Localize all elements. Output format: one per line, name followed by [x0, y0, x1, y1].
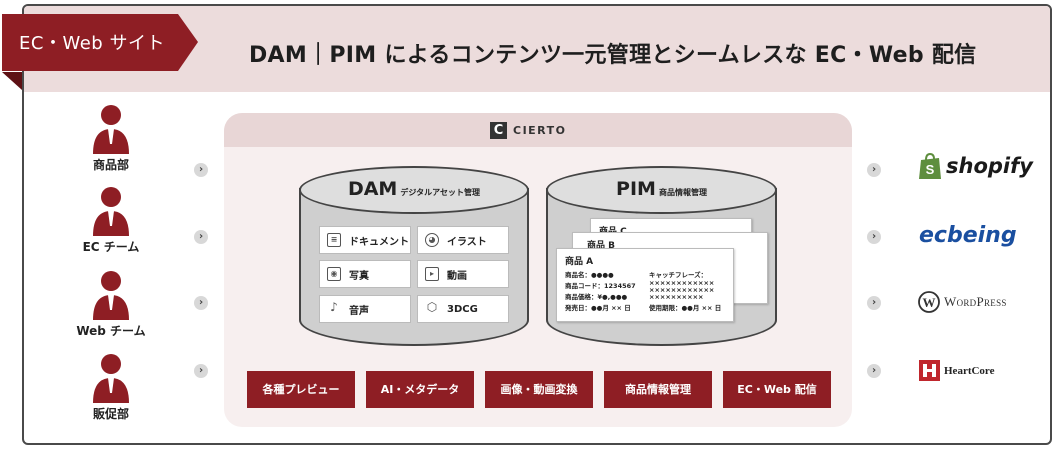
- pim-subtitle: 商品情報管理: [658, 188, 707, 197]
- document-icon: ≡: [327, 233, 341, 247]
- svg-text:W: W: [923, 295, 936, 310]
- cierto-name: CIERTO: [513, 124, 567, 137]
- svg-text:S: S: [926, 162, 935, 177]
- palette-icon: ◕: [425, 233, 439, 247]
- dam-item-label: イラスト: [447, 236, 487, 248]
- dam-item-illustration: ◕ イラスト: [417, 226, 509, 254]
- dam-item-label: 動画: [447, 270, 467, 282]
- usage-period-field: 使用期限：●●月 ×× 日: [649, 304, 722, 312]
- feature-ai-metadata: AI・メタデータ: [366, 371, 474, 408]
- person-icon: [93, 105, 129, 154]
- dam-item-photo: ◉ 写真: [319, 260, 411, 288]
- person-icon: [93, 354, 129, 403]
- feature-ec-web-delivery: EC・Web 配信: [723, 371, 831, 408]
- dam-cylinder-top: [299, 166, 529, 214]
- page-title: DAM｜PIM によるコンテンツ一元管理とシームレスな EC・Web 配信: [249, 43, 977, 68]
- heartcore-wordmark: HeartCore: [944, 364, 995, 377]
- chevron-right-icon: ›: [867, 230, 881, 244]
- person-label: 販促部: [92, 407, 129, 421]
- cierto-logo-icon: C: [490, 122, 507, 139]
- product-card-title: 商品 B: [587, 241, 615, 251]
- wordpress-wordmark: WordPress: [944, 294, 1007, 309]
- product-card-title: 商品 A: [565, 257, 594, 267]
- dam-item-3dcg: ⬡ 3DCG: [417, 295, 509, 323]
- person-label: Web チーム: [76, 324, 146, 338]
- chevron-right-icon: ›: [194, 163, 208, 177]
- heartcore-logo: HeartCore: [919, 360, 995, 381]
- catchphrase-label: キャッチフレーズ：: [649, 271, 708, 279]
- shopify-logo: S shopify: [918, 152, 1033, 180]
- chevron-right-icon: ›: [194, 230, 208, 244]
- person-product-dept: 商品部: [66, 104, 156, 173]
- shopping-bag-icon: S: [919, 152, 941, 179]
- section-tag: [2, 14, 198, 71]
- wordpress-logo: W WordPress: [918, 291, 1007, 313]
- dam-item-video: ▸ 動画: [417, 260, 509, 288]
- person-label: 商品部: [92, 158, 129, 172]
- ecbeing-logo: ecbeing: [919, 223, 1017, 248]
- shopify-wordmark: shopify: [946, 154, 1033, 178]
- feature-product-info: 商品情報管理: [604, 371, 712, 408]
- person-icon: [93, 187, 129, 236]
- dam-item-document: ≡ ドキュメント: [319, 226, 411, 254]
- tag-fold: [2, 72, 22, 90]
- ecbeing-wordmark: ecbeing: [919, 223, 1017, 248]
- chevron-right-icon: ›: [194, 364, 208, 378]
- dam-subtitle: デジタルアセット管理: [400, 188, 481, 197]
- dam-item-audio: ♪ 音声: [319, 295, 411, 323]
- feature-media-conversion: 画像・動画変換: [485, 371, 593, 408]
- chevron-right-icon: ›: [867, 364, 881, 378]
- dam-title: DAM: [347, 178, 398, 200]
- catchphrase-line: ××××××××××: [649, 293, 704, 301]
- section-tag-label: EC・Web サイト: [19, 33, 165, 54]
- video-icon: ▸: [425, 267, 439, 281]
- chevron-right-icon: ›: [194, 296, 208, 310]
- header-band: DAM｜PIM によるコンテンツ一元管理とシームレスな EC・Web 配信: [24, 6, 1050, 92]
- product-release-field: 発売日：●●月 ×× 日: [565, 304, 631, 312]
- microphone-icon: ♪: [330, 300, 338, 314]
- person-icon: [93, 271, 129, 320]
- cierto-logo: C CIERTO: [490, 122, 567, 139]
- chevron-right-icon: ›: [867, 163, 881, 177]
- catchphrase-line: ××××××××××××: [649, 279, 715, 287]
- dam-item-label: 3DCG: [447, 303, 478, 315]
- product-name-field: 商品名：●●●●: [565, 271, 614, 279]
- dam-item-label: 音声: [349, 305, 369, 317]
- person-ec-team: EC チーム: [66, 186, 156, 255]
- product-price-field: 商品価格：¥●,●●●: [565, 293, 628, 301]
- catchphrase-line: ××××××××××××: [649, 286, 715, 294]
- pim-title: PIM: [616, 178, 656, 200]
- product-code-field: 商品コード：1234567: [565, 282, 636, 290]
- person-label: EC チーム: [82, 240, 140, 254]
- person-web-team: Web チーム: [66, 270, 156, 339]
- person-promo-dept: 販促部: [66, 353, 156, 422]
- dam-item-label: ドキュメント: [349, 236, 409, 248]
- camera-icon: ◉: [327, 267, 341, 281]
- heartcore-icon: [919, 360, 940, 381]
- pim-cylinder-top: [546, 166, 777, 214]
- chevron-right-icon: ›: [867, 296, 881, 310]
- cube-icon: ⬡: [426, 300, 438, 314]
- wordpress-icon: W: [918, 291, 940, 313]
- product-card-a: 商品 A 商品名：●●●● 商品コード：1234567 商品価格：¥●,●●● …: [556, 248, 734, 322]
- feature-preview: 各種プレビュー: [247, 371, 355, 408]
- cierto-header: C CIERTO: [224, 113, 852, 147]
- dam-item-label: 写真: [349, 270, 369, 282]
